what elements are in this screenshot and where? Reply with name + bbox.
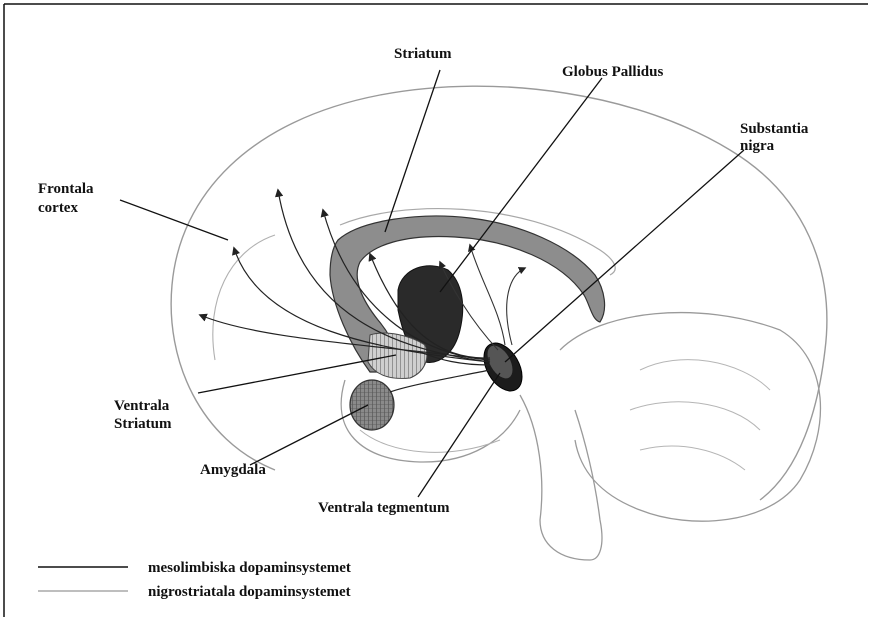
leader-frontala-cortex <box>120 200 228 240</box>
leader-ventrala-tegmentum <box>418 373 500 497</box>
inner-cortex-line <box>213 235 275 360</box>
label-globus-pallidus: Globus Pallidus <box>562 64 663 80</box>
amygdala-shape <box>350 380 394 430</box>
nigrostriatal-arrow-2 <box>507 268 525 345</box>
label-ventrala-striatum-line2: Striatum <box>114 416 172 432</box>
label-frontala-cortex-line1: Frontala <box>38 181 94 197</box>
nigrostriatal-arrow-1 <box>470 245 505 345</box>
label-substantia-nigra-line1: Substantia <box>740 121 809 137</box>
label-frontala-cortex-line2: cortex <box>38 200 78 216</box>
brainstem-outline <box>520 395 602 560</box>
label-substantia-nigra-line2: nigra <box>740 138 775 154</box>
leader-striatum <box>385 70 440 232</box>
cerebellum-folds <box>630 360 770 470</box>
temporal-lobe-inner <box>360 430 500 452</box>
brain-outline <box>171 86 827 500</box>
legend-mesolimbic-label: mesolimbiska dopaminsystemet <box>148 560 351 576</box>
label-striatum: Striatum <box>394 46 452 62</box>
legend-nigrostriatal-label: nigrostriatala dopaminsystemet <box>148 584 351 600</box>
label-ventrala-striatum-line1: Ventrala <box>114 398 170 414</box>
cerebellum-outline <box>560 313 820 522</box>
label-amygdala: Amygdala <box>200 462 266 478</box>
label-ventrala-tegmentum: Ventrala tegmentum <box>318 500 450 516</box>
